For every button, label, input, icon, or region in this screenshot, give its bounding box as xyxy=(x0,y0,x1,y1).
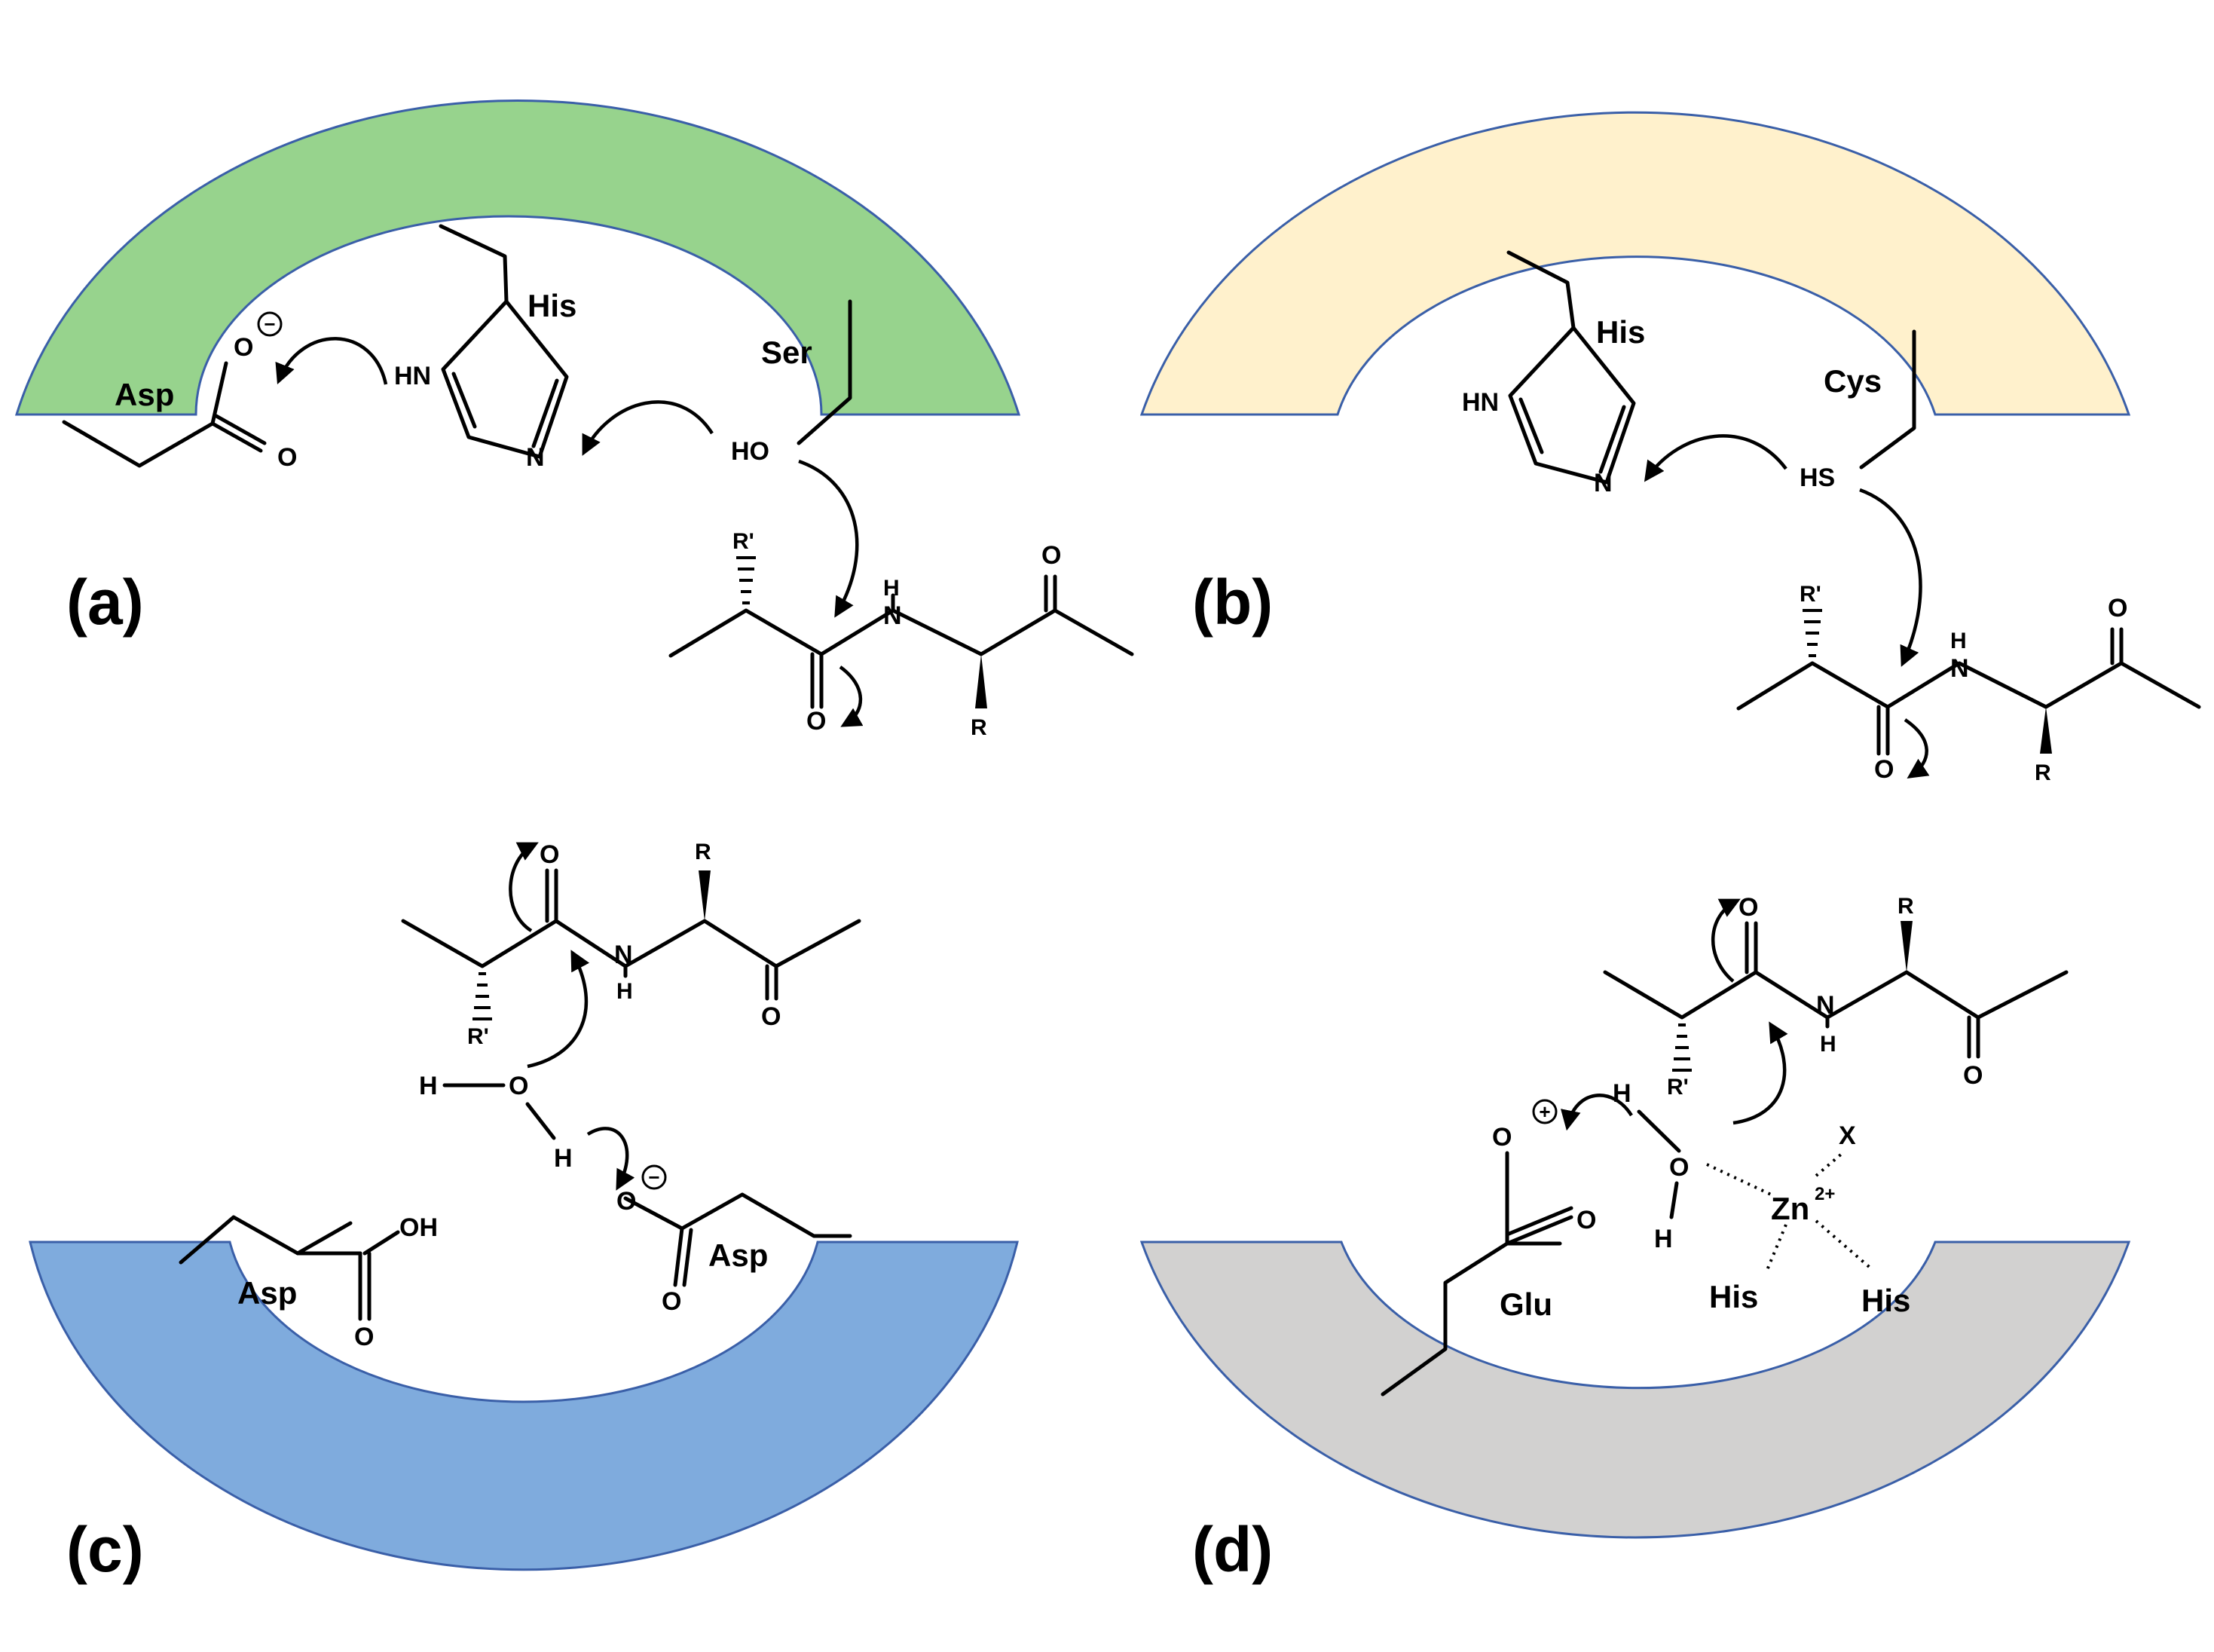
atom-label: R xyxy=(2035,760,2051,785)
atom-label: N xyxy=(526,443,545,472)
atom-label: O xyxy=(1041,541,1061,570)
atom-label: O xyxy=(761,1002,781,1031)
panel-b-text: His Cys HN N HS H N O O R' R (b) xyxy=(1192,314,2127,785)
atom-label: R xyxy=(971,715,987,740)
atom-label: N xyxy=(614,941,633,969)
atom-label: O xyxy=(662,1287,681,1316)
panel-c xyxy=(179,842,861,1321)
atom-label: H xyxy=(883,576,900,601)
atom-label: R' xyxy=(1800,582,1821,607)
atom-label: H xyxy=(1950,629,1967,653)
atom-label: H xyxy=(1613,1079,1631,1108)
atom-label: O xyxy=(277,443,297,472)
atom-label: H xyxy=(554,1144,573,1173)
atom-label: O xyxy=(234,333,253,362)
atom-label: HS xyxy=(1800,463,1835,492)
atom-label: R' xyxy=(1667,1075,1689,1100)
atom-label: N xyxy=(1816,991,1835,1020)
atom-label: N xyxy=(1950,654,1969,683)
atom-label: O xyxy=(1669,1153,1689,1182)
residue-label: His xyxy=(528,288,576,323)
dashed-wedge xyxy=(736,556,756,604)
atom-label: O xyxy=(806,707,826,736)
atom-label: O xyxy=(354,1323,374,1351)
panel-label: (a) xyxy=(66,567,144,638)
charge-sign: − xyxy=(264,313,275,335)
panel-d-text: O N H R O R' H O H O + O X Zn 2+ Glu His… xyxy=(1192,893,1983,1585)
panel-label: (c) xyxy=(66,1514,144,1585)
panel-d xyxy=(1381,898,2069,1397)
atom-label: R xyxy=(1897,894,1914,919)
atom-label: H xyxy=(419,1072,438,1100)
enzyme-pocket-c xyxy=(29,1241,1019,1571)
dashed-wedge xyxy=(1672,1023,1692,1072)
atom-label: OH xyxy=(399,1213,438,1242)
atom-label: N xyxy=(1594,469,1613,497)
dashed-wedge xyxy=(472,972,492,1020)
panel-a xyxy=(62,224,1134,727)
atom-label: HN xyxy=(1462,388,1499,417)
residue-label: His xyxy=(1861,1283,1910,1318)
residue-label: Glu xyxy=(1500,1286,1552,1322)
atom-label: H xyxy=(1654,1225,1673,1253)
panel-label: (d) xyxy=(1192,1514,1273,1585)
atom-label: R' xyxy=(467,1024,489,1049)
atom-label: O xyxy=(509,1072,528,1100)
atom-label: HO xyxy=(731,437,769,466)
atom-label: O xyxy=(616,1187,636,1216)
atom-label: O xyxy=(1492,1123,1512,1152)
enzyme-pocket-b xyxy=(1139,111,2131,416)
residue-label: Ser xyxy=(761,335,812,370)
panel-label: (b) xyxy=(1192,567,1273,638)
atom-label: R xyxy=(695,840,711,864)
panel-a-text: Asp His Ser O − O HN N HO H N O O R' R (… xyxy=(66,288,1061,740)
charge-circle xyxy=(641,1164,667,1190)
charge-sign: + xyxy=(1539,1100,1550,1123)
atom-label: O xyxy=(540,840,559,869)
atom-label: R' xyxy=(732,529,754,554)
panel-c-text: O N H R O R' H O H OH O O − O Asp Asp (c… xyxy=(66,840,781,1585)
charge-sign: − xyxy=(648,1166,659,1189)
atom-label: HN xyxy=(394,362,431,390)
enzyme-pocket-d xyxy=(1139,1241,2131,1539)
atom-label: O xyxy=(2108,594,2127,623)
residue-label: Cys xyxy=(1824,363,1882,399)
residue-label: Asp xyxy=(708,1237,768,1273)
atom-label: O xyxy=(1576,1206,1596,1234)
residue-label: Asp xyxy=(237,1275,297,1311)
charge-circle xyxy=(1532,1099,1558,1124)
dashed-wedge xyxy=(1803,609,1822,657)
panel-b xyxy=(1506,250,2201,779)
atom-label: H xyxy=(616,979,633,1004)
residue-label: Asp xyxy=(115,377,174,412)
atom-label: Zn xyxy=(1771,1191,1809,1226)
atom-label: O xyxy=(1963,1061,1983,1090)
residue-label: His xyxy=(1709,1279,1758,1314)
charge-circle xyxy=(257,311,283,337)
atom-label: O xyxy=(1874,755,1894,784)
atom-label: H xyxy=(1820,1032,1836,1057)
atom-label: O xyxy=(1738,893,1758,922)
atom-label: N xyxy=(883,601,902,630)
atom-label: 2+ xyxy=(1815,1184,1835,1204)
enzyme-pocket-a xyxy=(14,99,1021,416)
residue-label: His xyxy=(1596,314,1645,350)
atom-label: X xyxy=(1839,1121,1856,1150)
